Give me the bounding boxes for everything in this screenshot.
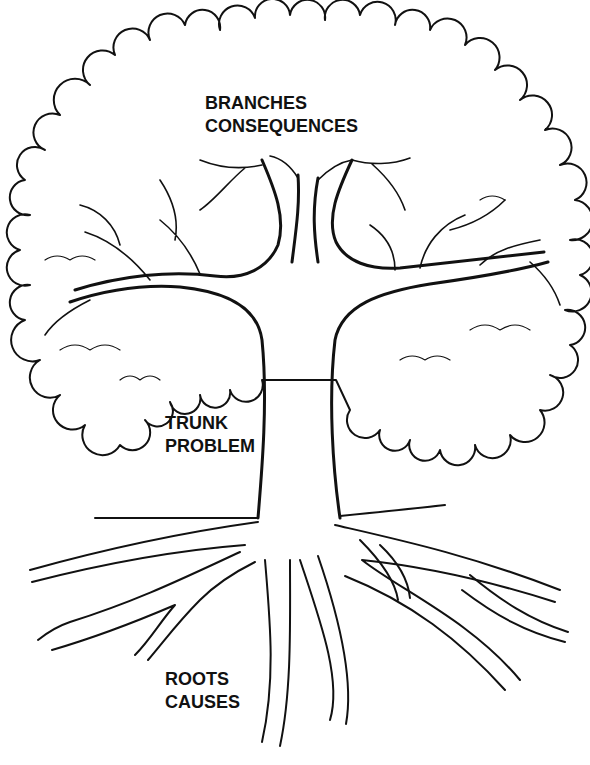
tree-crown bbox=[7, 0, 590, 465]
root-outline bbox=[30, 522, 258, 582]
tree-part-label: ROOTS CAUSES bbox=[165, 668, 240, 715]
root-outline bbox=[38, 552, 255, 660]
foliage-lines bbox=[45, 196, 530, 380]
trunk-outline bbox=[332, 262, 548, 518]
limb-outline bbox=[75, 160, 281, 290]
branch-lines bbox=[45, 156, 560, 335]
root-outline bbox=[262, 560, 290, 746]
limb-outline bbox=[332, 160, 544, 268]
tree-part-label: BRANCHES CONSEQUENCES bbox=[205, 92, 358, 139]
ground-line bbox=[95, 505, 445, 518]
root-outline bbox=[360, 540, 568, 642]
tree-part-label: TRUNK PROBLEM bbox=[165, 412, 255, 459]
trunk-outline bbox=[70, 286, 265, 518]
root-outline bbox=[300, 556, 348, 724]
limb-outline bbox=[292, 175, 318, 262]
